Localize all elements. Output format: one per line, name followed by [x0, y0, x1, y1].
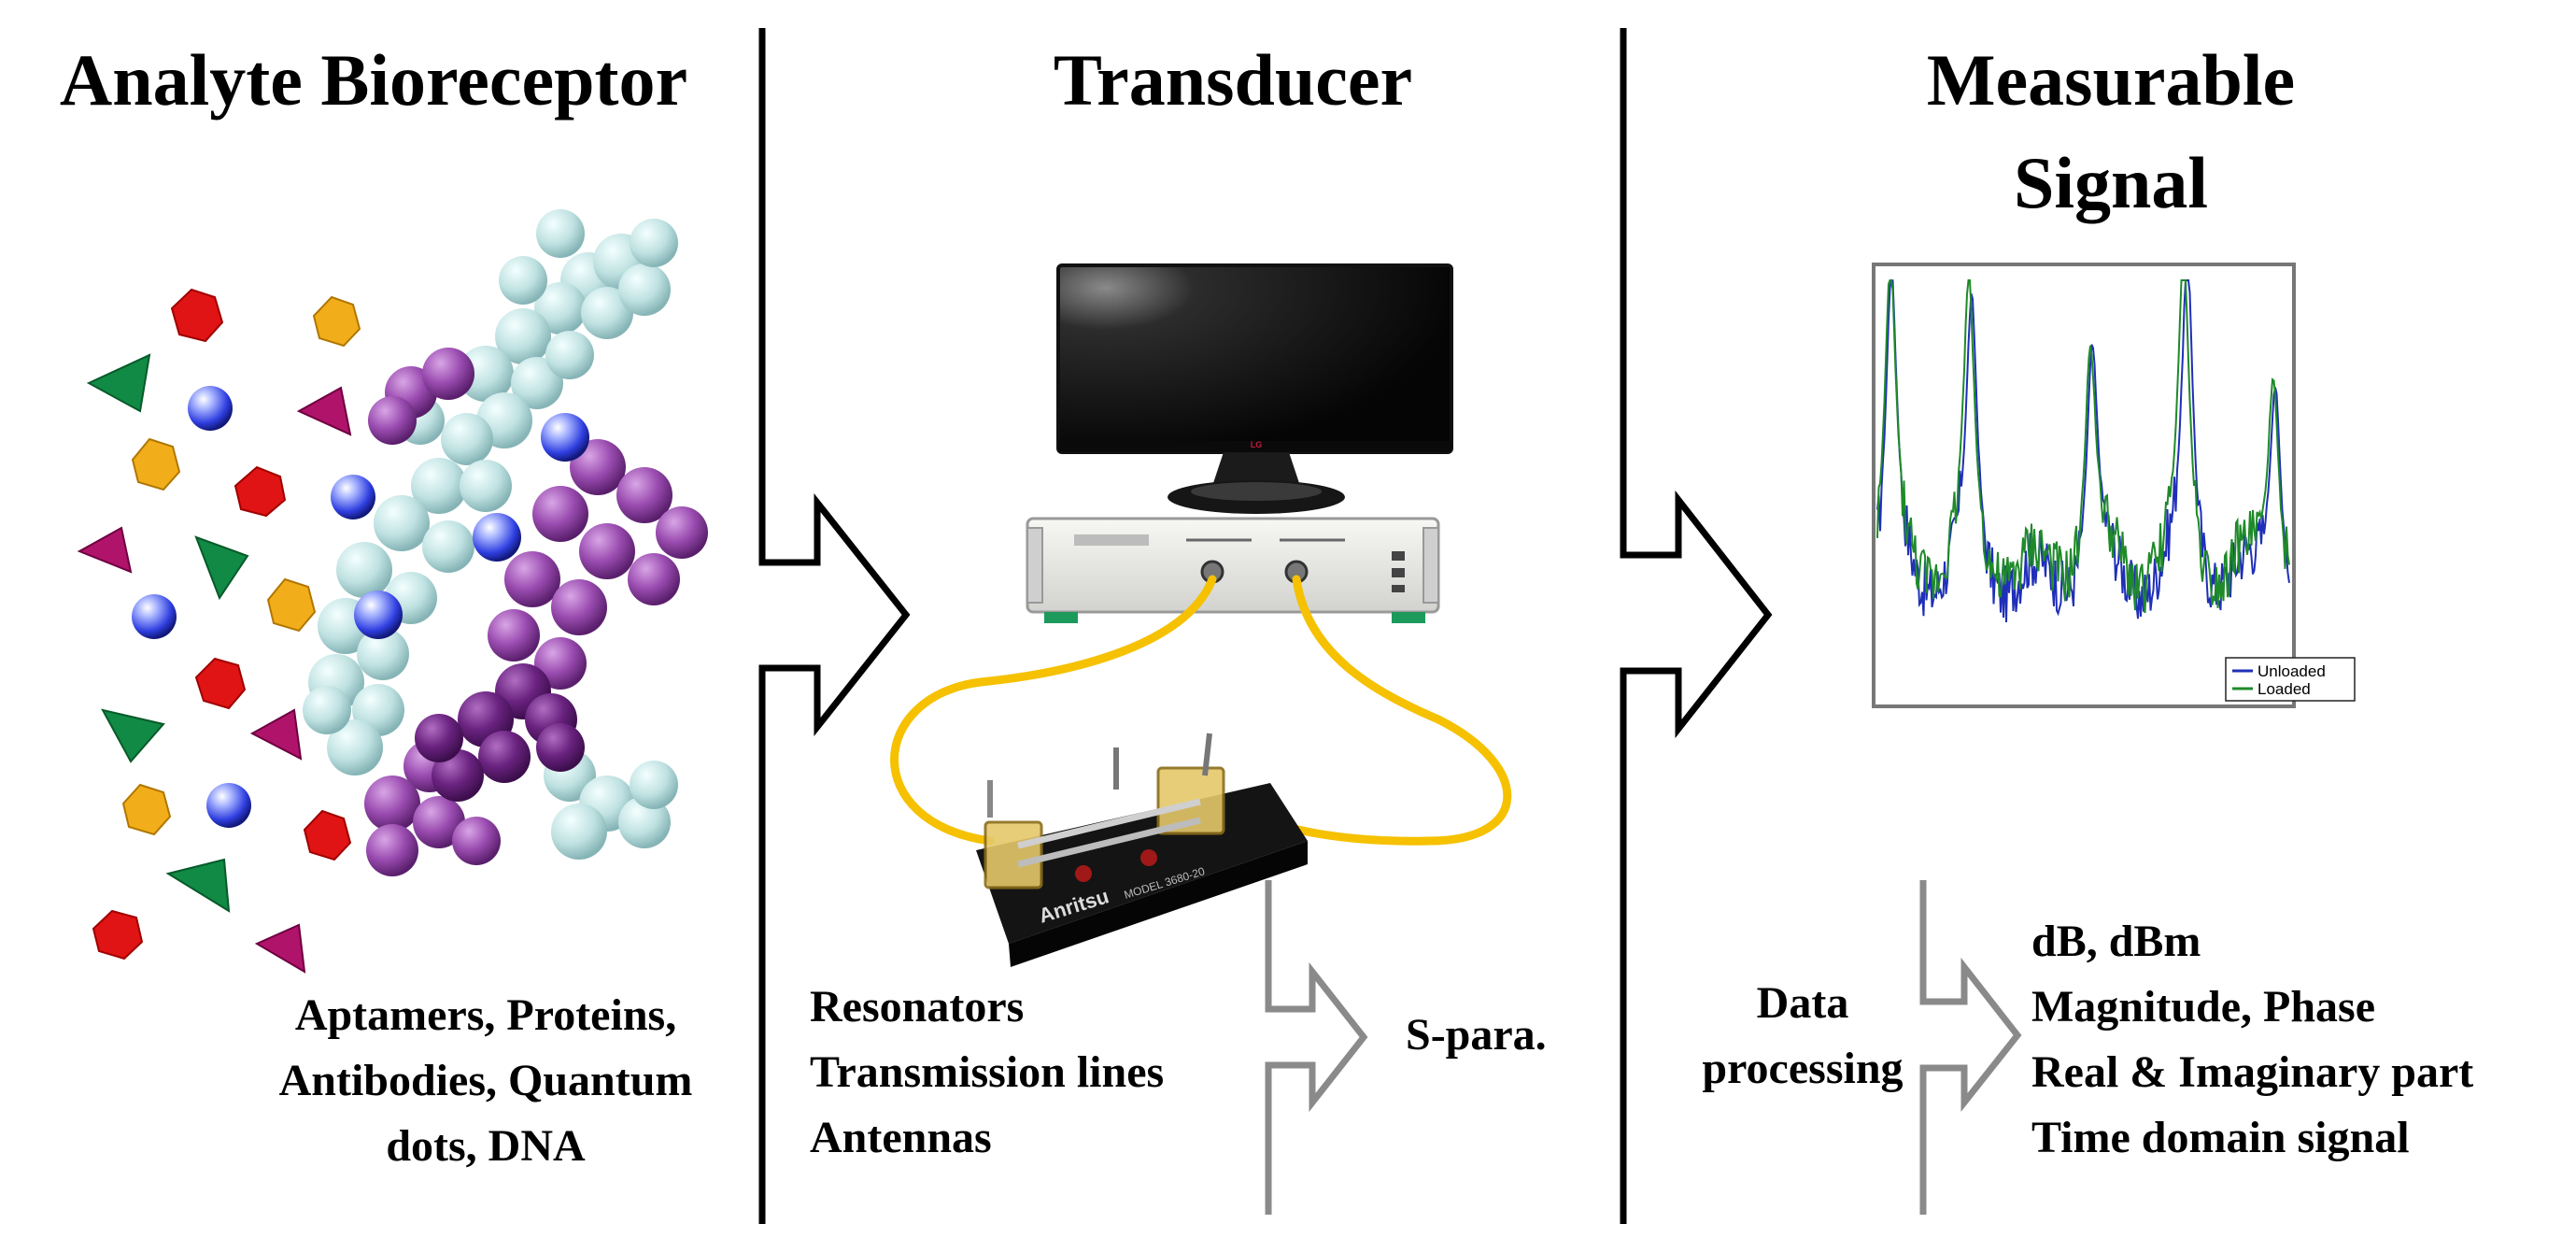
transducer-type-transmission-lines: Transmission lines — [810, 1047, 1165, 1097]
monitor-brand: LG — [1251, 440, 1263, 449]
data-processing-line2: processing — [1702, 1044, 1904, 1093]
gold-molecules — [121, 295, 361, 836]
signal-header-line2: Signal — [2013, 142, 2209, 223]
data-processing-line1: Data — [1756, 978, 1849, 1028]
bioreceptor-types-line1: Aptamers, Proteins, — [294, 990, 677, 1040]
dna-light-strand — [303, 209, 678, 860]
signal-header-line1: Measurable — [1926, 39, 2296, 121]
analyte-spheres — [132, 386, 589, 828]
transducer-type-resonators: Resonators — [810, 982, 1025, 1032]
bioreceptor-types-line3: dots, DNA — [386, 1121, 586, 1171]
s-param-label: S-para. — [1406, 1010, 1547, 1060]
data-processing-arrow — [1919, 880, 2022, 1215]
red-molecules — [92, 288, 352, 961]
series-loaded — [1876, 279, 2290, 614]
legend-label-loaded: Loaded — [2258, 680, 2311, 698]
green-molecules — [86, 353, 249, 913]
magenta-molecules — [77, 386, 352, 974]
divider-arrow-1 — [758, 28, 911, 1224]
rf-cables — [890, 575, 1512, 846]
s-param-arrow — [1265, 880, 1368, 1215]
chart-series — [1876, 278, 2290, 623]
test-fixture — [976, 733, 1308, 967]
signal-type-magnitude-phase: Magnitude, Phase — [2031, 982, 2376, 1032]
signal-type-time-domain: Time domain signal — [2031, 1113, 2410, 1162]
transducer-header: Transducer — [1053, 39, 1413, 121]
signal-type-db: dB, dBm — [2031, 917, 2201, 966]
legend-label-unloaded: Unloaded — [2258, 662, 2326, 680]
bioreceptor-types-line2: Antibodies, Quantum — [278, 1056, 693, 1105]
monitor — [1056, 263, 1453, 514]
signal-type-real-imaginary: Real & Imaginary part — [2031, 1047, 2474, 1097]
transducer-type-antennas: Antennas — [810, 1113, 992, 1162]
divider-arrow-2 — [1620, 28, 1773, 1224]
series-unloaded — [1876, 278, 2290, 623]
dna-dark-strand — [415, 663, 585, 802]
chart-legend — [2225, 657, 2356, 702]
vector-network-analyzer — [1026, 517, 1440, 623]
bioreceptor-header: Analyte Bioreceptor — [59, 39, 688, 121]
